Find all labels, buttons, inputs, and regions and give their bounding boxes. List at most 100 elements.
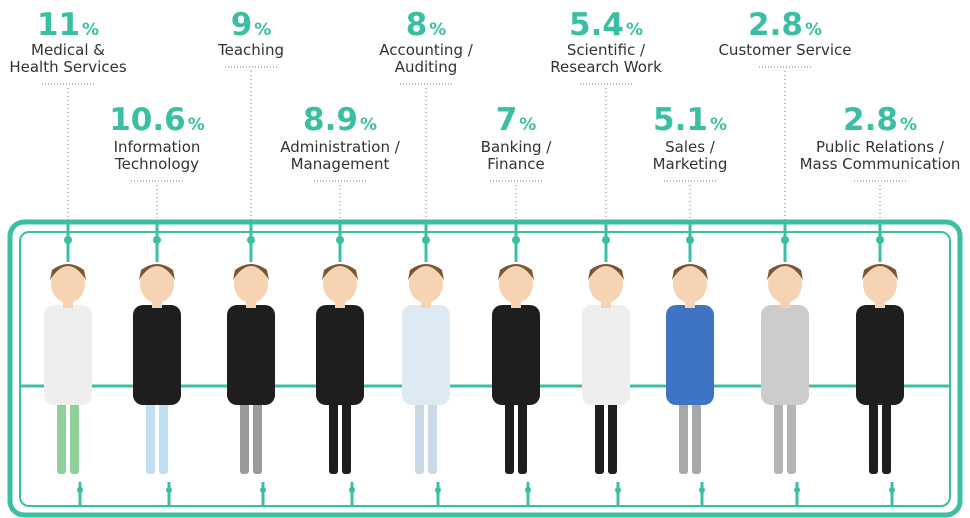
top-post-knob xyxy=(64,236,72,244)
value-unit: % xyxy=(429,20,447,40)
bottom-post-knob xyxy=(615,487,621,493)
value-number: 2.8 xyxy=(843,102,898,138)
category-label-line: Technology xyxy=(114,155,200,173)
person-leg xyxy=(679,392,688,474)
person-leg xyxy=(518,392,527,474)
person-hair xyxy=(139,264,175,280)
person-leg xyxy=(159,392,168,474)
person-body xyxy=(761,305,809,405)
person-head xyxy=(51,265,85,303)
value-number: 11 xyxy=(36,7,81,43)
frame-outer xyxy=(7,219,963,518)
person-hair xyxy=(588,264,624,280)
top-post-knob xyxy=(512,236,520,244)
person-figure xyxy=(227,264,275,474)
value-unit: % xyxy=(709,115,727,135)
category-label-line: Administration / xyxy=(280,138,400,156)
value-number: 8.9 xyxy=(303,102,358,138)
value-label: 9% xyxy=(231,10,272,46)
person-head xyxy=(323,265,357,303)
person-body xyxy=(856,305,904,405)
top-post-knob xyxy=(247,236,255,244)
bottom-post-knob xyxy=(435,487,441,493)
category-label: Scientific /Research Work xyxy=(550,42,662,76)
category-label-line: Medical & xyxy=(31,41,105,59)
person-leg xyxy=(595,392,604,474)
category-label: Administration /Management xyxy=(280,139,400,173)
top-post-knob xyxy=(602,236,610,244)
person-head xyxy=(768,265,802,303)
value-label: 8% xyxy=(406,10,447,46)
person-figure xyxy=(666,264,714,474)
category-label: Banking /Finance xyxy=(481,139,552,173)
person-leg xyxy=(70,392,79,474)
value-label: 5.1% xyxy=(653,105,727,141)
bottom-post-knob xyxy=(889,487,895,493)
person-head xyxy=(863,265,897,303)
person-body xyxy=(582,305,630,405)
person-leg xyxy=(146,392,155,474)
category-label: Public Relations /Mass Communication xyxy=(800,139,961,173)
value-label: 10.6% xyxy=(109,105,205,141)
value-unit: % xyxy=(899,115,917,135)
person-leg xyxy=(329,392,338,474)
person-hair xyxy=(498,264,534,280)
bottom-post-knob xyxy=(77,487,83,493)
category-label-line: Sales / xyxy=(665,138,715,156)
value-unit: % xyxy=(82,20,100,40)
value-number: 8 xyxy=(405,7,428,43)
person-head xyxy=(673,265,707,303)
value-label: 11% xyxy=(37,10,99,46)
top-post-knob xyxy=(876,236,884,244)
category-label-line: Management xyxy=(290,155,390,173)
top-post-knob xyxy=(153,236,161,244)
value-number: 5.1 xyxy=(653,102,708,138)
person-leg xyxy=(869,392,878,474)
category-label-line: Banking / xyxy=(480,138,552,156)
top-post-knob xyxy=(781,236,789,244)
value-label: 5.4% xyxy=(569,10,643,46)
person-body xyxy=(227,305,275,405)
category-label: Accounting /Auditing xyxy=(379,42,473,76)
person-body xyxy=(133,305,181,405)
person-body xyxy=(492,305,540,405)
person-leg xyxy=(608,392,617,474)
person-figure xyxy=(133,264,181,474)
bottom-post-knob xyxy=(794,487,800,493)
top-post-knob xyxy=(686,236,694,244)
category-label-line: Customer Service xyxy=(718,41,852,59)
value-label: 8.9% xyxy=(303,105,377,141)
person-head xyxy=(409,265,443,303)
person-figure xyxy=(44,264,92,474)
category-label-line: Public Relations / xyxy=(816,138,944,156)
value-number: 2.8 xyxy=(748,7,803,43)
person-body xyxy=(666,305,714,405)
category-label-line: Health Services xyxy=(9,58,127,76)
person-figure xyxy=(856,264,904,474)
frame-inner xyxy=(19,231,951,507)
person-head xyxy=(589,265,623,303)
category-label-line: Marketing xyxy=(652,155,728,173)
person-leg xyxy=(787,392,796,474)
category-label-line: Auditing xyxy=(394,58,458,76)
value-label: 2.8% xyxy=(748,10,822,46)
value-label: 2.8% xyxy=(843,105,917,141)
person-leg xyxy=(57,392,66,474)
value-unit: % xyxy=(804,20,822,40)
category-label: Sales /Marketing xyxy=(653,139,728,173)
person-hair xyxy=(672,264,708,280)
person-head xyxy=(140,265,174,303)
person-hair xyxy=(862,264,898,280)
person-figure xyxy=(761,264,809,474)
bottom-post-knob xyxy=(349,487,355,493)
person-head xyxy=(234,265,268,303)
person-leg xyxy=(253,392,262,474)
person-body xyxy=(44,305,92,405)
person-hair xyxy=(233,264,269,280)
category-label-line: Teaching xyxy=(218,41,284,59)
category-label-line: Information xyxy=(113,138,201,156)
person-hair xyxy=(408,264,444,280)
